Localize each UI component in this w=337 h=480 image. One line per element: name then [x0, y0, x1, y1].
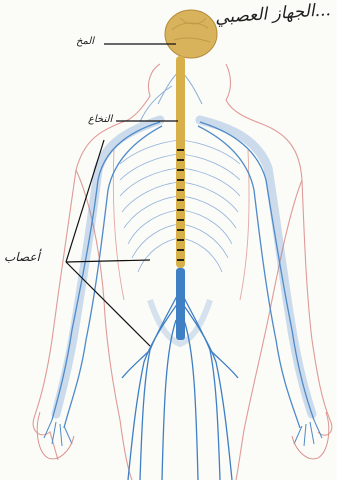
cauda-equina	[176, 268, 185, 340]
brain	[165, 10, 217, 58]
pointer-nerves-1	[66, 260, 150, 262]
hands-outline	[37, 412, 329, 459]
hand-nerves	[44, 420, 322, 446]
spinal-cord	[176, 56, 185, 268]
